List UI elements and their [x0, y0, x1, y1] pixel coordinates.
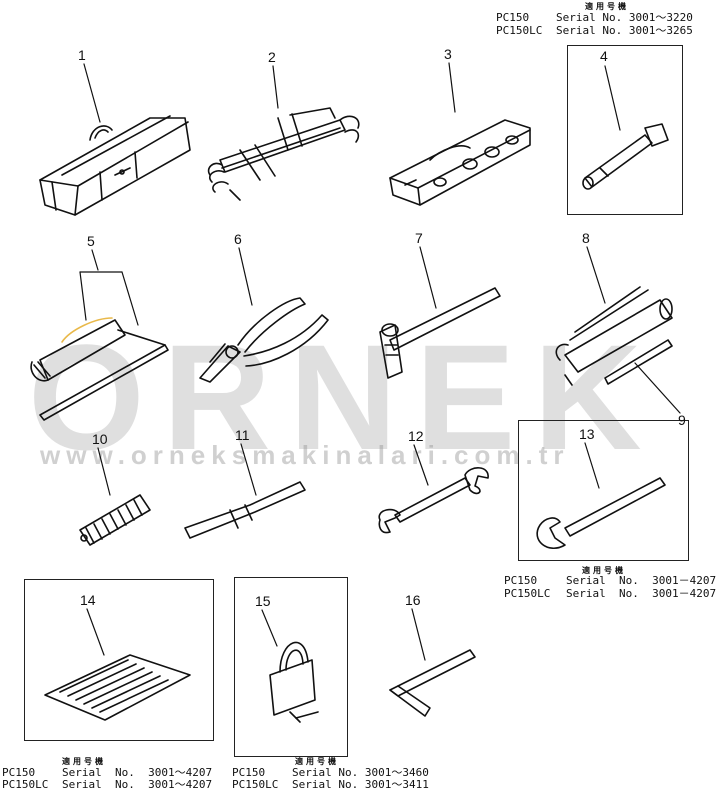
plate-drawing [45, 655, 190, 720]
serial-range-15-1: Serial No. 3001～3460 [292, 766, 429, 779]
serial-range-top-2: Serial No. 3001～3265 [556, 24, 693, 37]
part-number-12: 12 [408, 428, 424, 444]
part-number-10: 10 [92, 431, 108, 447]
part-number-6: 6 [234, 231, 242, 247]
part-number-1: 1 [78, 47, 86, 63]
grease-gun-drawing [556, 287, 672, 385]
part-number-15: 15 [255, 593, 271, 609]
serial-range-14-1: Serial No. 3001～4207 [62, 766, 213, 779]
part-number-13: 13 [579, 426, 595, 442]
serial-range-14-2: Serial No. 3001～4207 [62, 778, 213, 791]
serial-kanji-13: 適用号機 [582, 566, 626, 575]
serial-kanji-14: 適用号機 [62, 757, 106, 766]
part-number-3: 3 [444, 46, 452, 62]
serial-model-15-2: PC150LC [232, 778, 279, 791]
part-number-5: 5 [87, 233, 95, 249]
pry-bar-drawing [185, 482, 305, 538]
nozzle-pipe-drawing [605, 340, 672, 384]
part-number-14: 14 [80, 592, 96, 608]
screwdriver-drawing [31, 318, 168, 420]
socket-box-drawing [390, 120, 530, 205]
wrench-set-drawing [209, 108, 359, 200]
pliers-drawing [200, 298, 328, 382]
padlock-drawing [270, 642, 318, 722]
part-number-4: 4 [600, 48, 608, 64]
part-number-8: 8 [582, 230, 590, 246]
part-number-2: 2 [268, 49, 276, 65]
part-number-11: 11 [235, 427, 250, 443]
large-wrench-drawing [537, 478, 665, 548]
serial-model-top-2: PC150LC [496, 24, 543, 37]
leader-lines [80, 63, 680, 660]
serial-model-13-2: PC150LC [504, 587, 551, 600]
frame-item-14 [24, 579, 214, 741]
serial-kanji-15: 適用号機 [295, 757, 339, 766]
part-number-9: 9 [678, 412, 686, 428]
serial-model-14-1: PC150 [2, 766, 36, 779]
part-number-7: 7 [415, 230, 423, 246]
socket-extension-drawing [583, 124, 668, 189]
serial-model-13-1: PC150 [504, 574, 538, 587]
serial-range-15-2: Serial No. 3001～3411 [292, 778, 429, 791]
serial-kanji-top: 適用号機 [585, 2, 629, 11]
serial-range-13-2: Serial No. 3001－4207 [566, 587, 716, 600]
serial-model-14-2: PC150LC [2, 778, 49, 791]
wrench-drawing [379, 468, 488, 533]
part-number-16: 16 [405, 592, 421, 608]
filter-drawing [80, 495, 150, 545]
frame-item-13 [518, 420, 689, 561]
tool-bag-drawing [40, 116, 190, 215]
frame-item-15 [234, 577, 348, 757]
serial-range-13-1: Serial No. 3001－4207 [566, 574, 716, 587]
hammer-drawing [380, 288, 500, 378]
hex-wrench-drawing [390, 650, 475, 716]
serial-model-15-1: PC150 [232, 766, 266, 779]
serial-model-top-1: PC150 [496, 11, 530, 24]
frame-item-4 [567, 45, 683, 215]
serial-range-top-1: Serial No. 3001～3220 [556, 11, 693, 24]
